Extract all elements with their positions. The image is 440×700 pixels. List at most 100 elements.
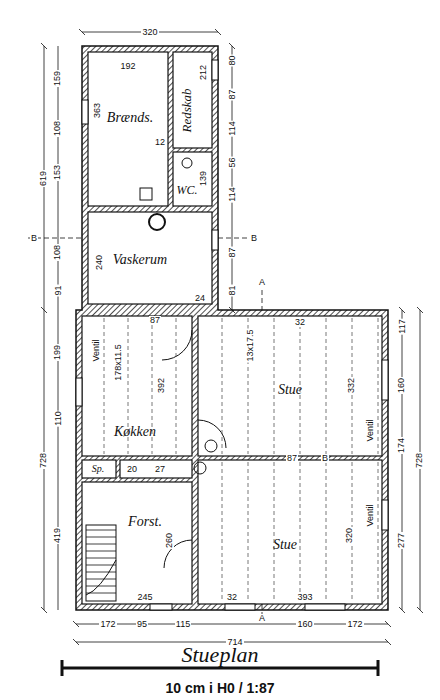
dimension-label: 178x11.5 [114, 343, 123, 381]
beam-line [248, 462, 249, 602]
dimension-label: 87 [227, 88, 236, 100]
dimension-label: 108 [54, 243, 63, 260]
dimension-label: 260 [166, 531, 175, 548]
room: Stue [198, 460, 382, 604]
dimension-label: 160 [398, 376, 407, 393]
room: Forst. [82, 482, 192, 604]
dimension-label: 160 [296, 620, 313, 629]
room-name: WC. [177, 184, 198, 196]
stair-tread [86, 530, 116, 531]
rooms [82, 52, 382, 604]
beam-line [326, 462, 327, 602]
plan-note: Ventil [366, 418, 375, 442]
dimension-label: 12 [154, 138, 166, 147]
dimension-label: 320 [141, 28, 158, 37]
dimension-label: 115 [175, 620, 191, 629]
beam-line [222, 462, 223, 602]
beam-line [274, 318, 275, 454]
beam-line [326, 318, 327, 454]
plan-title: Stueplan [182, 644, 259, 666]
plan-note: A [258, 278, 266, 287]
outer-wall [76, 46, 388, 610]
dimension-label: 192 [119, 62, 136, 71]
plan-note: Ventil [366, 503, 375, 527]
stair-tread [86, 593, 116, 594]
dimension-label: 24 [194, 294, 206, 303]
dimension-label: 56 [227, 156, 236, 168]
room-name: Brænds. [107, 111, 153, 125]
dimension-label: 87 [149, 316, 161, 325]
stair-tread [86, 537, 116, 538]
plan-note: A [258, 614, 266, 623]
dimension-label: 153 [54, 163, 63, 180]
beam-line [300, 462, 301, 602]
dimension-label: 392 [158, 376, 167, 393]
plan-note: B [250, 234, 258, 243]
dimension-label: 87 [227, 246, 236, 258]
dimension-label: 199 [54, 343, 63, 360]
dimension-label: 619 [40, 169, 49, 186]
dimension-label: 95 [136, 620, 148, 629]
plan-note: Ventil [92, 338, 101, 362]
stair-tread [86, 544, 116, 545]
beam-line [104, 318, 105, 454]
room: Køkken [82, 316, 192, 456]
stair-tread [86, 579, 116, 580]
dimension-label: 393 [296, 593, 313, 602]
plan-note: B [321, 454, 329, 463]
dimension-label: 81 [227, 284, 236, 296]
dimension-label: 419 [54, 526, 63, 543]
dimension-label: 174 [398, 436, 407, 453]
dimension-label: 117 [397, 318, 406, 334]
dimension-label: 80 [227, 54, 236, 66]
beam-line [222, 318, 223, 454]
beam-line [274, 462, 275, 602]
room-name: Stue [273, 538, 297, 552]
beam-line [176, 318, 177, 454]
dimension-label: 114 [227, 186, 236, 202]
dimension-label: 13x17.5 [246, 328, 255, 362]
dimension-label: 32 [294, 318, 306, 327]
room: Sp. [82, 460, 116, 478]
stair-tread [86, 572, 116, 573]
room: Brænds. [88, 52, 168, 206]
dimension-label: 363 [94, 101, 103, 118]
stair-tread [86, 558, 116, 559]
stair-tread [86, 586, 116, 587]
dimension-label: 159 [54, 69, 63, 86]
fixtures [86, 158, 226, 601]
dimension-label: 728 [416, 451, 425, 468]
room-name: Redskab [180, 88, 193, 132]
dimension-label: 108 [54, 119, 63, 136]
beam-line [378, 462, 379, 602]
dimension-label: 172 [346, 620, 363, 629]
stair-and-beams [86, 318, 378, 602]
dimension-label: 32 [226, 593, 238, 602]
plan-note: B [30, 234, 38, 243]
dimension-label: 240 [96, 253, 105, 270]
dimension-lines [28, 29, 423, 676]
dimension-label: 728 [40, 451, 49, 468]
room-name: Forst. [128, 515, 162, 529]
dimension-label: 114 [227, 120, 236, 136]
stair-tread [86, 551, 116, 552]
dimension-label: 139 [200, 169, 209, 186]
dimension-label: 332 [348, 376, 357, 393]
room-name: Stue [278, 383, 302, 397]
room: Vaskerum [88, 212, 212, 304]
dimension-label: 27 [154, 465, 166, 474]
dimension-label: 172 [99, 620, 116, 629]
dimension-label: 91 [53, 284, 62, 296]
room-name: Vaskerum [113, 253, 167, 267]
dimension-label: 277 [398, 531, 407, 548]
dimension-label: 212 [200, 63, 209, 80]
dimension-label: 110 [53, 410, 62, 426]
dimension-label: 245 [136, 593, 153, 602]
room-name: Sp. [92, 464, 105, 474]
dimension-label: 20 [126, 465, 138, 474]
dimension-label: 87 [286, 454, 298, 463]
room-name: Køkken [114, 425, 156, 439]
dimension-label: 320 [346, 526, 355, 543]
scale-caption: 10 cm i H0 / 1:87 [166, 681, 275, 695]
